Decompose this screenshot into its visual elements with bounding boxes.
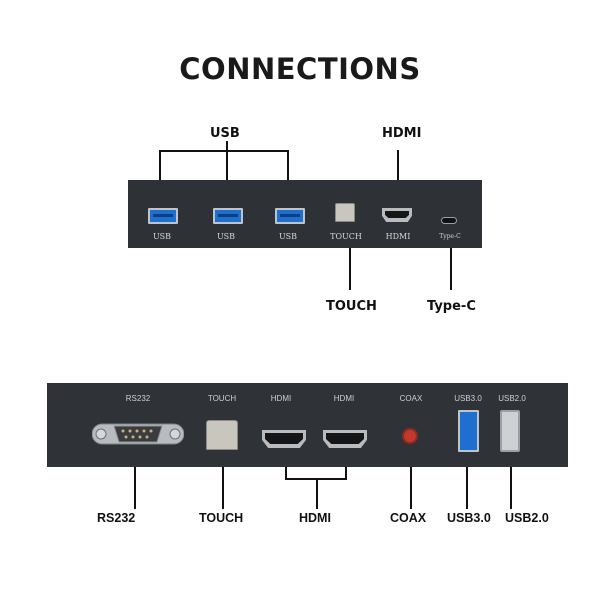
port-label: USB <box>216 232 236 241</box>
coax-port-icon <box>402 428 418 444</box>
connector-line <box>345 467 347 479</box>
connector-line <box>397 150 399 190</box>
usb-b-port-icon <box>335 203 355 222</box>
port-label: Type-C <box>439 233 461 240</box>
port-label: HDMI <box>270 394 292 403</box>
port-label: TOUCH <box>330 232 362 241</box>
port-label: TOUCH <box>207 394 237 403</box>
connector-line <box>510 467 512 509</box>
usb3-port-icon <box>213 208 243 224</box>
port-label: HDMI <box>385 232 411 241</box>
port-label: USB2.0 <box>498 394 526 403</box>
port-label: USB <box>278 232 298 241</box>
connector-line <box>287 150 289 190</box>
connector-line <box>159 150 161 190</box>
port-label: HDMI <box>333 394 355 403</box>
usb3-port-icon <box>275 208 305 224</box>
page-title: CONNECTIONS <box>179 52 421 86</box>
callout-usb20: USB2.0 <box>505 511 549 525</box>
db9-serial-port-icon <box>92 423 184 445</box>
connector-line <box>316 478 318 509</box>
connector-line <box>450 248 452 290</box>
connector-line <box>410 467 412 509</box>
callout-touch: TOUCH <box>326 299 377 314</box>
connector-line <box>285 467 287 479</box>
callout-rs232: RS232 <box>97 511 136 525</box>
callout-typec: Type-C <box>427 299 476 314</box>
connector-line <box>159 150 289 152</box>
hdmi-port-icon <box>382 208 412 222</box>
connector-line <box>466 467 468 509</box>
callout-usb30: USB3.0 <box>447 511 491 525</box>
port-label: COAX <box>399 394 423 403</box>
top-io-panel <box>128 180 482 248</box>
hdmi-port-icon <box>262 430 306 448</box>
usb-c-port-icon <box>441 217 457 224</box>
connector-line <box>222 467 224 509</box>
usb3-port-icon <box>148 208 178 224</box>
usb-b-port-icon <box>206 420 238 450</box>
usb2-port-icon <box>500 410 520 452</box>
connector-line <box>226 141 228 151</box>
callout-usb: USB <box>210 126 240 141</box>
port-label: USB3.0 <box>454 394 482 403</box>
callout-coax: COAX <box>390 511 427 525</box>
hdmi-port-icon <box>323 430 367 448</box>
callout-hdmi: HDMI <box>382 126 422 141</box>
callout-touch: TOUCH <box>199 511 244 525</box>
callout-hdmi: HDMI <box>299 511 331 525</box>
port-label: USB <box>152 232 172 241</box>
port-label: RS232 <box>125 394 151 403</box>
connector-line <box>349 248 351 290</box>
connector-line <box>226 150 228 190</box>
usb3-port-icon <box>458 410 479 452</box>
connector-line <box>134 467 136 509</box>
